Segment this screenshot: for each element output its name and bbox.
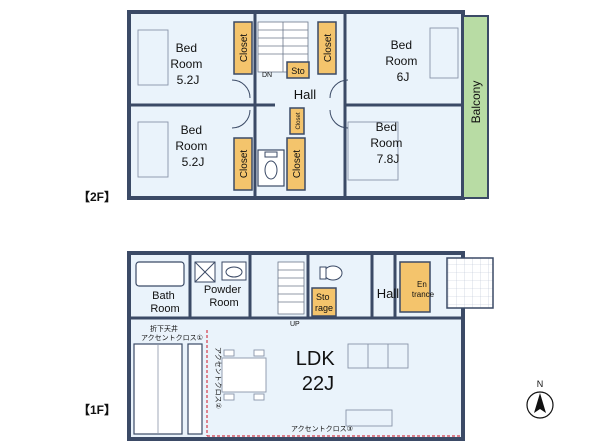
hall-2f-label: Hall	[294, 87, 317, 102]
north-arrow-icon	[534, 393, 546, 413]
balcony	[462, 15, 489, 199]
sink	[221, 261, 247, 281]
bath-room-l2: Room	[150, 303, 179, 315]
north-compass: N	[526, 379, 554, 419]
toilet-2f	[257, 149, 285, 187]
bathtub	[135, 261, 185, 287]
bath-room-label: Bath Room	[150, 290, 179, 315]
bed-furniture-2f	[137, 27, 459, 181]
second-floor: Balcony DN Closet Closet	[127, 10, 489, 200]
closet-d-label: Closet	[292, 150, 303, 179]
stair-1f	[277, 261, 305, 315]
stair-down-mark: DN	[262, 72, 272, 79]
storage-1f-l2: rage	[315, 303, 333, 313]
second-floor-walls	[129, 12, 463, 198]
bed-room-ne-l2: Room	[385, 54, 417, 68]
closet-small: Closet	[289, 107, 305, 135]
bath-room-l1: Bath	[152, 290, 175, 302]
ceiling-cross-note: 折下天井 アクセントクロス①	[141, 324, 203, 342]
storage-1f-label: Sto rage	[315, 292, 333, 313]
bed-room-ne-label: Bed Room 6J	[385, 38, 420, 84]
first-floor-walls	[129, 253, 463, 320]
powder-room-label: Powder Room	[204, 284, 244, 309]
entrance-porch	[446, 257, 494, 309]
bed-room-se-label: Bed Room 7.8J	[370, 120, 405, 166]
north-label: N	[537, 379, 544, 389]
bed-room-nw-l3: 5.2J	[177, 73, 200, 87]
toilet-1f	[319, 265, 343, 281]
balcony-label: Balcony	[469, 81, 483, 124]
bed-room-sw-l2: Room	[175, 139, 207, 153]
closet-a-label: Closet	[239, 34, 250, 63]
closet-d: Closet	[286, 137, 306, 191]
stair-up-mark: UP	[290, 321, 300, 328]
closet-b: Closet	[317, 21, 337, 75]
bed-room-ne-l1: Bed	[391, 38, 412, 52]
bed-room-se-l3: 7.8J	[377, 152, 400, 166]
closet-small-label: Closet	[296, 112, 302, 129]
bed-room-se-l1: Bed	[376, 120, 397, 134]
wall-cross-vertical-note: アクセントクロス②	[214, 347, 222, 409]
powder-room-l1: Powder	[204, 284, 242, 296]
ldk-l2: 22J	[302, 373, 334, 395]
ldk-l1: LDK	[296, 348, 336, 370]
sofa	[345, 343, 409, 427]
bottom-cross-note: アクセントクロス③	[291, 425, 353, 433]
entrance-label: En trance	[412, 280, 435, 299]
first-floor-label: 【1F】	[78, 402, 116, 417]
entrance-area: En trance	[399, 261, 435, 313]
hall-1f-label: Hall	[377, 286, 400, 301]
bed-room-sw-l1: Bed	[181, 123, 202, 137]
closet-c-label: Closet	[239, 150, 250, 179]
storage-2f: Sto	[286, 61, 310, 79]
closet-a: Closet	[233, 21, 253, 75]
bed-room-sw-label: Bed Room 5.2J	[175, 123, 210, 169]
ceiling-cross-l1: 折下天井	[150, 324, 178, 333]
first-floor: UP Sto rage En trance	[127, 251, 494, 441]
bed-room-nw-l2: Room	[170, 57, 202, 71]
storage-2f-label: Sto	[291, 66, 305, 76]
storage-1f: Sto rage	[311, 287, 337, 317]
dining-set	[221, 349, 267, 401]
second-floor-label: 【2F】	[78, 189, 116, 204]
door-swings-2f	[231, 79, 349, 129]
kitchen-counter	[133, 343, 203, 435]
ceiling-cross-l2: アクセントクロス①	[141, 334, 203, 342]
closet-c: Closet	[233, 137, 253, 191]
closet-b-label: Closet	[323, 34, 334, 63]
powder-room-l2: Room	[209, 297, 238, 309]
storage-1f-l1: Sto	[316, 292, 330, 302]
entrance-l2: trance	[412, 290, 435, 299]
bed-room-se-l2: Room	[370, 136, 402, 150]
bed-room-ne-l3: 6J	[397, 70, 410, 84]
bed-room-nw-l1: Bed	[176, 41, 197, 55]
bed-room-nw-label: Bed Room 5.2J	[170, 41, 205, 87]
bed-room-sw-l3: 5.2J	[182, 155, 205, 169]
washer	[194, 261, 216, 283]
ldk-label: LDK 22J	[296, 348, 340, 395]
entrance-l1: En	[417, 280, 427, 289]
